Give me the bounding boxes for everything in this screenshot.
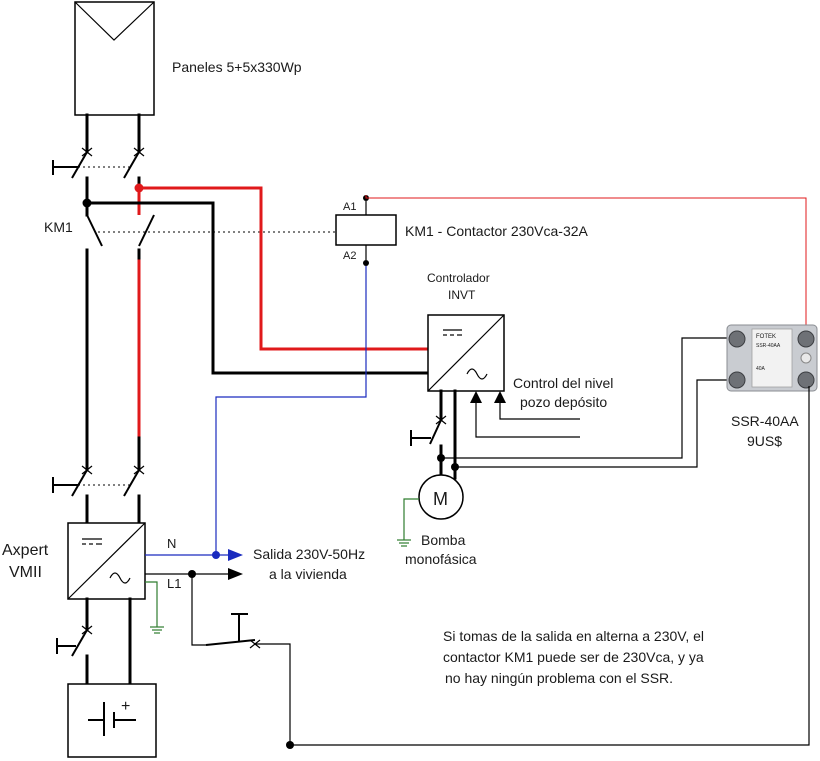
l1-arrow [228, 568, 243, 580]
controlador-label-2: INVT [448, 288, 476, 302]
dc-negative-wire [85, 201, 430, 375]
motor-feed [410, 389, 457, 480]
a1-to-ssr-wire [365, 195, 807, 352]
dc-positive-wire [139, 186, 428, 351]
n-label: N [167, 536, 176, 551]
a2-to-neutral-wire [215, 266, 367, 555]
a2-label: A2 [343, 250, 356, 262]
ac-breaker [52, 465, 145, 525]
solar-panel [74, 1, 155, 116]
battery [67, 683, 157, 758]
note-line-3: no hay ningún problema con el SSR. [445, 670, 673, 686]
motor-to-ssr-wire-1 [441, 337, 727, 459]
bottom-junction [286, 741, 294, 749]
level-switch [191, 574, 291, 745]
controller-invt [427, 314, 505, 392]
level-control-inputs [470, 391, 580, 438]
battery-breaker [56, 597, 132, 686]
salida-label-1: Salida 230V-50Hz [253, 546, 365, 562]
axpert-label-1: Axpert [2, 542, 49, 559]
km1-coil [335, 195, 397, 266]
ssr-model-label: SSR-40AA [731, 413, 799, 429]
ssr-brand: FOTEK [756, 334, 776, 340]
l1-label: L1 [167, 576, 181, 591]
battery-plus-label: + [121, 698, 130, 715]
dc-breaker-top [52, 147, 145, 205]
panel-dc-wires [85, 113, 141, 154]
neutral-arrow [228, 549, 243, 561]
controlador-label-1: Controlador [427, 271, 490, 285]
a1-label: A1 [343, 201, 356, 213]
ssr-body-rating: 40A [756, 366, 766, 372]
pump-motor [397, 474, 464, 547]
ssr-body-model: SSR-40AA [756, 343, 781, 349]
axpert-label-2: VMII [9, 564, 42, 581]
control-nivel-label-2: pozo depósito [520, 394, 607, 410]
km1-label: KM1 [44, 219, 73, 235]
bomba-label-1: Bomba [421, 532, 466, 548]
motor-to-ssr-wire-2 [455, 379, 727, 468]
ssr-to-l1-wire [290, 386, 810, 746]
salida-label-2: a la vivienda [269, 566, 347, 582]
control-nivel-label-1: Control del nivel [513, 375, 613, 391]
paneles-label: Paneles 5+5x330Wp [172, 59, 302, 75]
ssr-relay: FOTEK SSR-40AA 40A [726, 324, 818, 392]
inverter-ground [145, 581, 164, 634]
motor-symbol: M [433, 489, 448, 509]
contactor-label: KM1 - Contactor 230Vca-32A [405, 223, 589, 239]
note-line-1: Si tomas de la salida en alterna a 230V,… [443, 628, 704, 644]
axpert-inverter [67, 522, 146, 600]
note-line-2: contactor KM1 puede ser de 230Vca, y ya [443, 649, 704, 665]
bomba-label-2: monofásica [405, 551, 477, 567]
ssr-price-label: 9US$ [747, 433, 782, 449]
